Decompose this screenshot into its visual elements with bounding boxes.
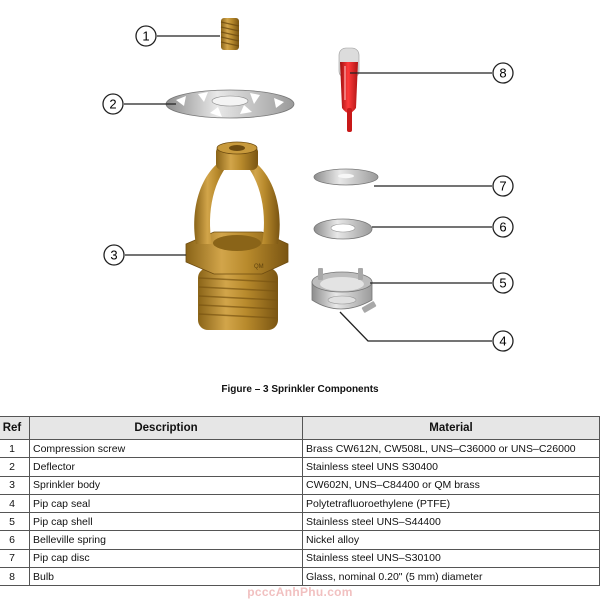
- callout-7: 7: [492, 175, 514, 197]
- leader-lines: [124, 35, 492, 342]
- cell-material: Glass, nominal 0.20" (5 mm) diameter: [302, 567, 600, 587]
- callout-2: 2: [102, 93, 124, 115]
- cell-ref: 2: [0, 457, 30, 477]
- table-row: 1 Compression screw Brass CW612N, CW508L…: [0, 438, 600, 459]
- cell-ref: 4: [0, 493, 30, 514]
- cell-description: Bulb: [29, 567, 303, 587]
- body-marking: QM: [254, 264, 264, 270]
- cell-description: Belleville spring: [29, 530, 303, 550]
- table-row: 3 Sprinkler body CW602N, UNS–C84400 or Q…: [0, 475, 600, 495]
- cell-ref: 1: [0, 438, 30, 459]
- table-row: 5 Pip cap shell Stainless steel UNS–S444…: [0, 512, 600, 532]
- table-row: 2 Deflector Stainless steel UNS S30400: [0, 457, 600, 477]
- cell-material: Stainless steel UNS–S30100: [302, 548, 600, 569]
- table-row: 7 Pip cap disc Stainless steel UNS–S3010…: [0, 548, 600, 569]
- svg-text:1: 1: [142, 29, 149, 44]
- table-header-row: Ref Description Material: [0, 416, 600, 440]
- watermark: pcccAnhPhu.com: [247, 585, 353, 599]
- callout-3: 3: [103, 244, 125, 266]
- sprinkler-components-diagram: QM: [102, 18, 514, 352]
- glass-bulb: [338, 47, 360, 132]
- table-row: 6 Belleville spring Nickel alloy: [0, 530, 600, 550]
- callout-4: 4: [492, 330, 514, 352]
- svg-text:4: 4: [499, 334, 506, 349]
- cell-description: Compression screw: [29, 438, 303, 459]
- header-ref: Ref: [0, 416, 30, 440]
- cell-ref: 7: [0, 548, 30, 569]
- callout-6: 6: [492, 216, 514, 238]
- table-row: 4 Pip cap seal Polytetrafluoroethylene (…: [0, 493, 600, 514]
- sprinkler-body: QM: [185, 141, 289, 330]
- compression-screw: [220, 18, 240, 50]
- cell-description: Pip cap seal: [29, 493, 303, 514]
- pip-cap-seal: [327, 295, 357, 305]
- cell-material: Stainless steel UNS–S44400: [302, 512, 600, 532]
- svg-text:2: 2: [109, 97, 116, 112]
- cell-description: Pip cap disc: [29, 548, 303, 569]
- table-row: 8 Bulb Glass, nominal 0.20" (5 mm) diame…: [0, 567, 600, 587]
- components-table: Ref Description Material 1 Compression s…: [0, 416, 600, 587]
- cell-ref: 6: [0, 530, 30, 550]
- cell-material: Brass CW612N, CW508L, UNS–C36000 or UNS–…: [302, 438, 600, 459]
- cell-ref: 5: [0, 512, 30, 532]
- pip-cap-shell: [311, 268, 377, 313]
- callout-5: 5: [492, 272, 514, 294]
- callout-8: 8: [492, 62, 514, 84]
- svg-text:8: 8: [499, 66, 506, 81]
- cell-ref: 3: [0, 475, 30, 495]
- pip-cap-disc: [313, 168, 379, 186]
- callout-1: 1: [135, 25, 157, 47]
- cell-material: Nickel alloy: [302, 530, 600, 550]
- cell-description: Pip cap shell: [29, 512, 303, 532]
- cell-ref: 8: [0, 567, 30, 587]
- cell-material: Stainless steel UNS S30400: [302, 457, 600, 477]
- cell-description: Deflector: [29, 457, 303, 477]
- header-description: Description: [29, 416, 303, 440]
- svg-text:7: 7: [499, 179, 506, 194]
- figure-caption: Figure – 3 Sprinkler Components: [221, 384, 379, 395]
- cell-material: CW602N, UNS–C84400 or QM brass: [302, 475, 600, 495]
- cell-description: Sprinkler body: [29, 475, 303, 495]
- callouts: 1 2 3 4 5 6 7 8: [102, 25, 514, 352]
- belleville-spring: [313, 218, 373, 240]
- svg-text:6: 6: [499, 220, 506, 235]
- deflector: [165, 89, 295, 119]
- header-material: Material: [302, 416, 600, 440]
- svg-text:3: 3: [110, 248, 117, 263]
- svg-text:5: 5: [499, 276, 506, 291]
- cell-material: Polytetrafluoroethylene (PTFE): [302, 493, 600, 514]
